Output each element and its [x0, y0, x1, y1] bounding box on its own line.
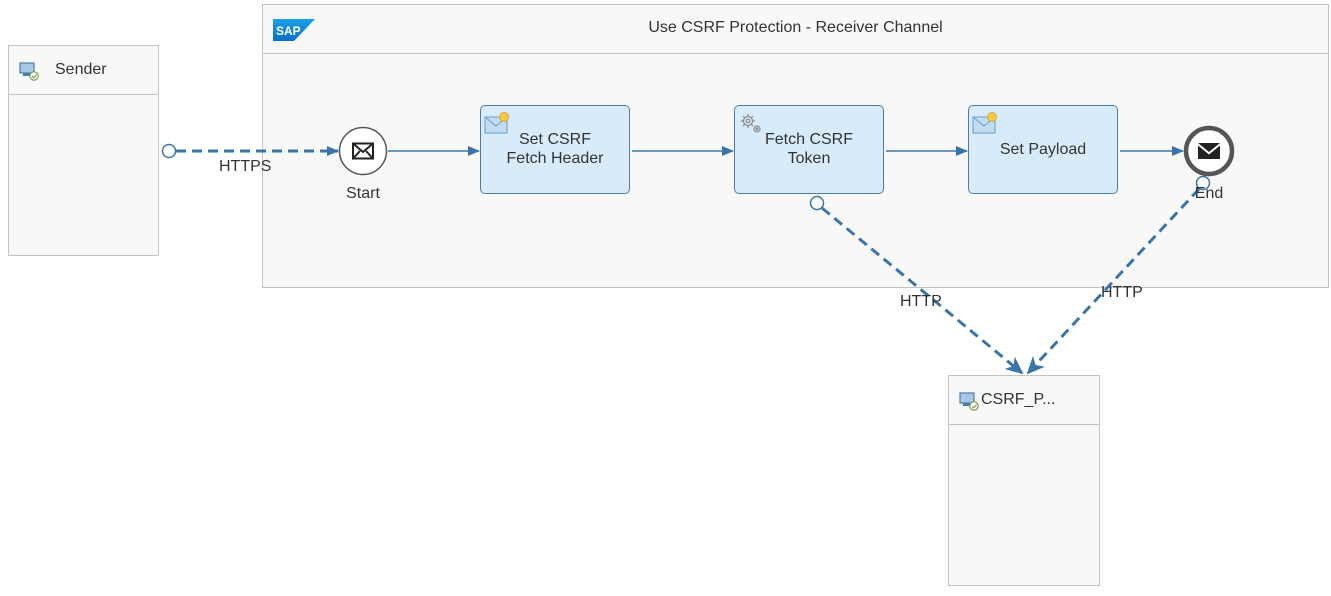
sender-label: Sender: [55, 61, 107, 78]
svg-text:SAP: SAP: [276, 24, 301, 38]
sender-header: Sender: [9, 46, 158, 95]
content-modifier-icon: [972, 112, 997, 134]
participant-icon: [19, 62, 39, 81]
start-event-label: Start: [346, 185, 380, 202]
sap-logo: SAP: [273, 19, 315, 41]
task-label: Set CSRF Fetch Header: [506, 131, 604, 167]
receiver-label: CSRF_P...: [981, 391, 1056, 408]
task-label: Fetch CSRF Token: [764, 131, 853, 167]
end-adapter-label[interactable]: HTTP: [1101, 284, 1143, 301]
end-event-label: End: [1194, 185, 1224, 202]
task-fetch-csrf-token[interactable]: Fetch CSRF Token: [734, 105, 884, 194]
receiver-header: CSRF_P...: [949, 376, 1099, 425]
fetch-adapter-label[interactable]: HTTP: [900, 293, 942, 310]
task-set-payload[interactable]: Set Payload: [968, 105, 1118, 194]
sender-adapter-label[interactable]: HTTPS: [219, 158, 272, 175]
task-label: Set Payload: [999, 141, 1087, 158]
integration-process-header: SAP Use CSRF Protection - Receiver Chann…: [263, 5, 1328, 54]
content-modifier-icon: [484, 112, 509, 134]
integration-process-title: Use CSRF Protection - Receiver Channel: [648, 19, 943, 36]
task-set-csrf-fetch-header[interactable]: Set CSRF Fetch Header: [480, 105, 630, 194]
receiver-participant[interactable]: CSRF_P...: [948, 375, 1100, 586]
sender-participant[interactable]: Sender: [8, 45, 159, 256]
participant-icon: [959, 392, 979, 411]
gear-icon: [741, 114, 761, 133]
